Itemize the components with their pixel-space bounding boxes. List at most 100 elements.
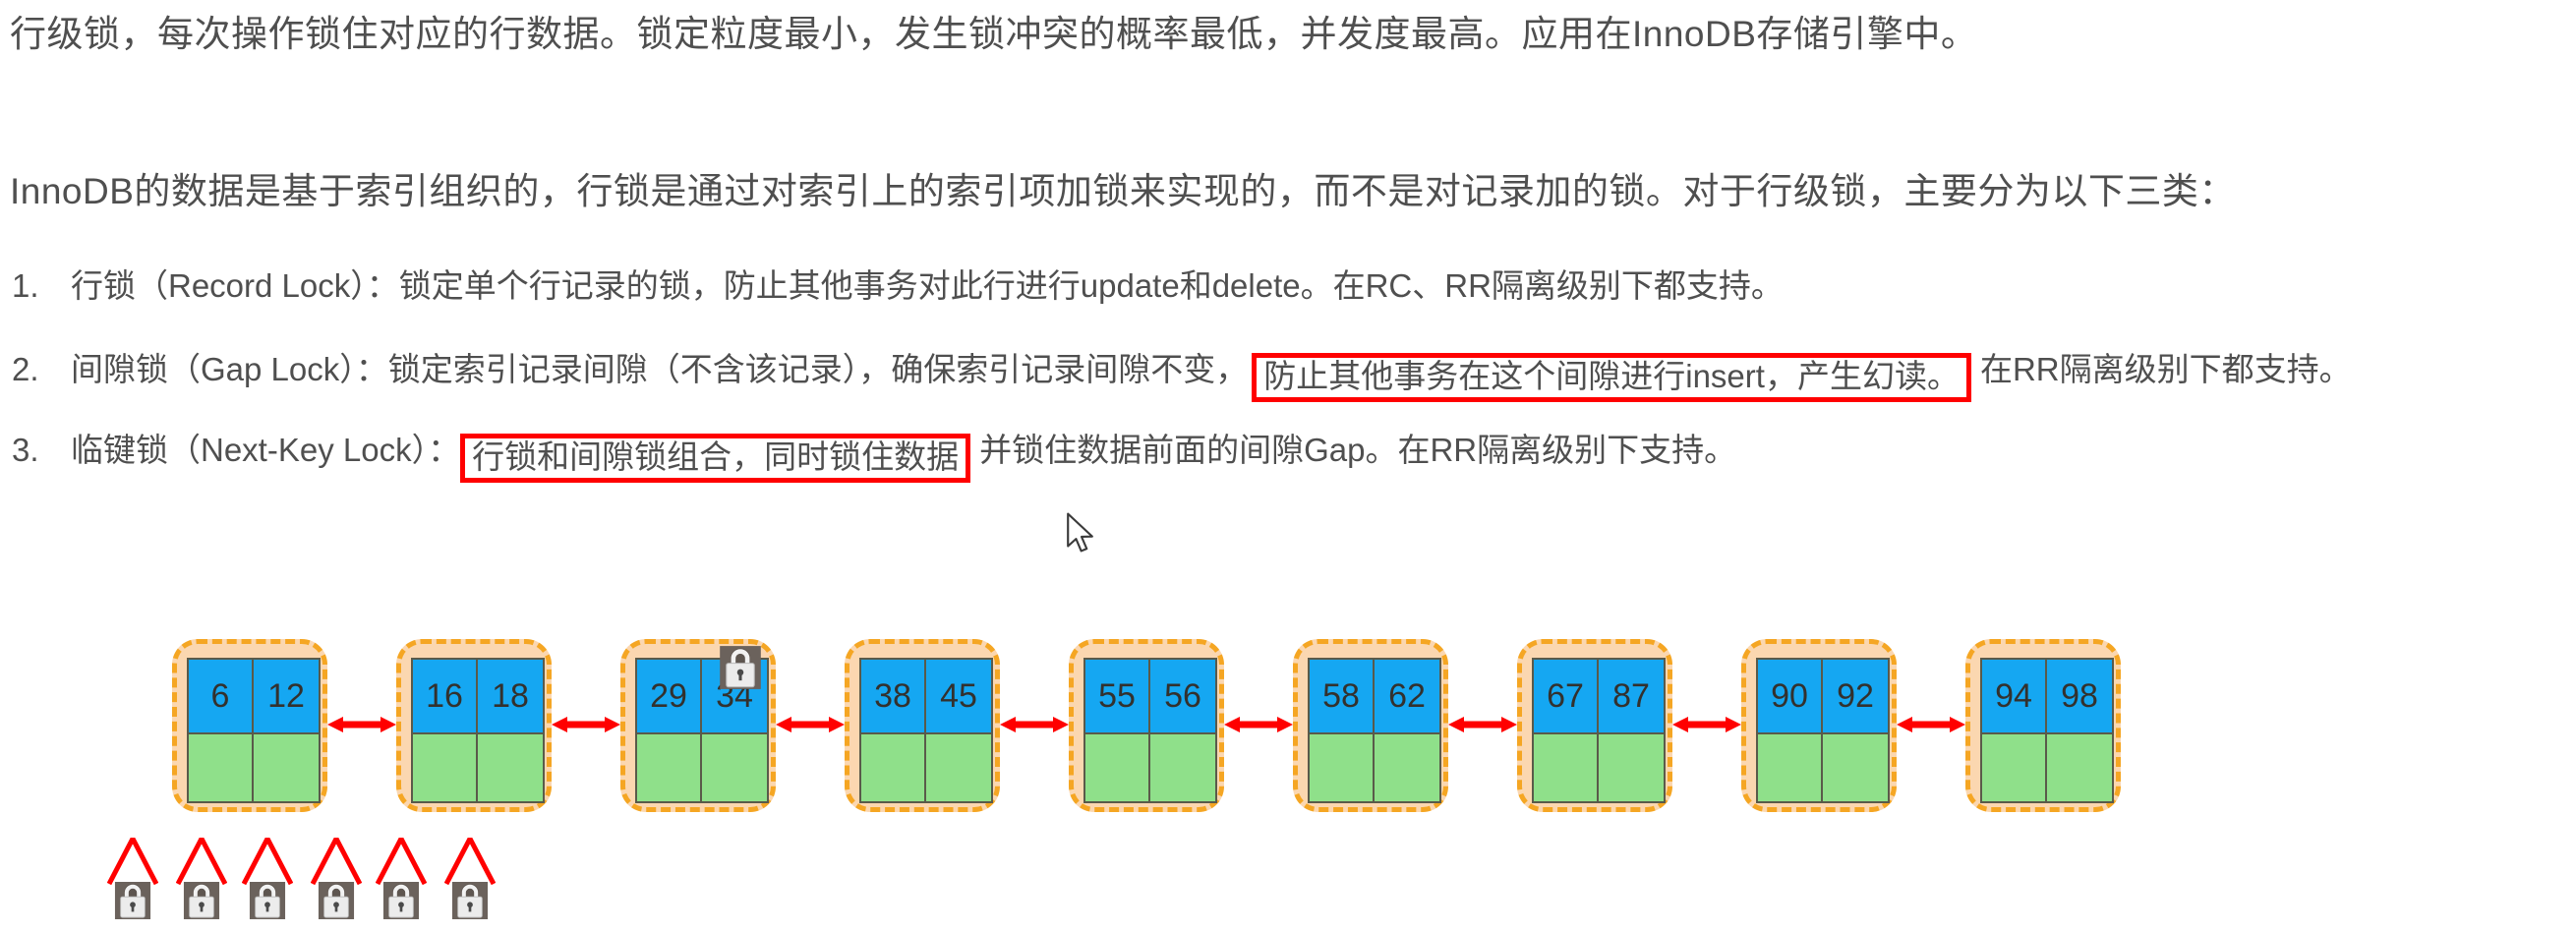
- key-cell: 55: [1085, 660, 1150, 734]
- data-cell: [2047, 734, 2112, 801]
- gap-lock-pointer: [376, 838, 427, 885]
- data-row: [189, 734, 319, 801]
- key-cell: 90: [1758, 660, 1823, 734]
- data-cell: [1150, 734, 1215, 801]
- gap-lock-icon: [183, 881, 226, 926]
- data-cell: [1534, 734, 1599, 801]
- gap-lock-icon: [382, 881, 426, 926]
- key-cell: 38: [861, 660, 926, 734]
- mouse-cursor: [1067, 512, 1093, 553]
- list-item-text-after: 并锁住数据前面的间隙Gap。在RR隔离级别下支持。: [979, 432, 1737, 468]
- gap-lock-icon: [451, 881, 495, 926]
- list-item: 3. 临键锁（Next-Key Lock）： 行锁和间隙锁组合，同时锁住数据 并…: [0, 427, 2576, 507]
- node-link-arrow: [552, 717, 620, 732]
- gap-lock-icon: [114, 881, 157, 926]
- gap-lock-pointer: [107, 838, 158, 885]
- list-item-body: 临键锁（Next-Key Lock）： 行锁和间隙锁组合，同时锁住数据 并锁住数…: [71, 427, 2576, 483]
- key-cell: 58: [1310, 660, 1375, 734]
- list-item-number: 1.: [12, 267, 39, 304]
- list-item: 2. 间隙锁（Gap Lock）：锁定索引记录间隙（不含该记录），确保索引记录间…: [0, 346, 2576, 427]
- data-cell: [861, 734, 926, 801]
- gap-lock-pointer: [311, 838, 362, 885]
- key-cell: 18: [478, 660, 543, 734]
- gap-lock-pointer: [444, 838, 496, 885]
- data-row: [1758, 734, 1888, 801]
- data-cell: [413, 734, 478, 801]
- gap-lock-icon: [318, 881, 361, 926]
- list-item-body: 行锁（Record Lock）：锁定单个行记录的锁，防止其他事务对此行进行upd…: [71, 265, 2576, 306]
- data-row: [1310, 734, 1439, 801]
- list-item-body: 间隙锁（Gap Lock）：锁定索引记录间隙（不含该记录），确保索引记录间隙不变…: [71, 346, 2576, 402]
- data-cell: [1310, 734, 1375, 801]
- data-cell: [1823, 734, 1888, 801]
- lock-type-list: 1. 行锁（Record Lock）：锁定单个行记录的锁，防止其他事务对此行进行…: [0, 265, 2576, 507]
- data-cell: [702, 734, 767, 801]
- list-item: 1. 行锁（Record Lock）：锁定单个行记录的锁，防止其他事务对此行进行…: [0, 265, 2576, 346]
- key-cell: 6: [189, 660, 254, 734]
- key-cell: 92: [1823, 660, 1888, 734]
- gap-lock-pointer: [242, 838, 293, 885]
- data-row: [637, 734, 767, 801]
- data-row: [861, 734, 991, 801]
- lead-paragraph: 行级锁，每次操作锁住对应的行数据。锁定粒度最小，发生锁冲突的概率最低，并发度最高…: [10, 14, 1978, 54]
- data-cell: [189, 734, 254, 801]
- data-row: [1085, 734, 1215, 801]
- data-cell: [1375, 734, 1439, 801]
- key-cell: 45: [926, 660, 991, 734]
- data-cell: [1085, 734, 1150, 801]
- list-item-text-before: 间隙锁（Gap Lock）：锁定索引记录间隙（不含该记录），确保索引记录间隙不变…: [71, 351, 1249, 387]
- list-item-text-after: 在RR隔离级别下都支持。: [1979, 351, 2352, 387]
- node-link-arrow: [1672, 717, 1741, 732]
- key-cell: 87: [1599, 660, 1664, 734]
- key-cell: 98: [2047, 660, 2112, 734]
- node-link-arrow: [1224, 717, 1293, 732]
- gap-lock-icon: [249, 881, 292, 926]
- data-row: [413, 734, 543, 801]
- key-cell: 29: [637, 660, 702, 734]
- data-row: [1982, 734, 2112, 801]
- list-item-text: 行锁（Record Lock）：锁定单个行记录的锁，防止其他事务对此行进行upd…: [71, 267, 1784, 304]
- node-link-arrow: [1897, 717, 1965, 732]
- data-cell: [1982, 734, 2047, 801]
- data-cell: [637, 734, 702, 801]
- list-item-text-before: 临键锁（Next-Key Lock）：: [71, 432, 461, 468]
- key-cell: 16: [413, 660, 478, 734]
- data-cell: [254, 734, 319, 801]
- key-cell: 62: [1375, 660, 1439, 734]
- key-cell: 94: [1982, 660, 2047, 734]
- list-item-number: 3.: [12, 432, 39, 468]
- node-link-arrow: [776, 717, 845, 732]
- data-cell: [926, 734, 991, 801]
- red-highlight-box: 防止其他事务在这个间隙进行insert，产生幻读。: [1252, 353, 1971, 402]
- data-cell: [1599, 734, 1664, 801]
- key-cell: 12: [254, 660, 319, 734]
- list-item-number: 2.: [12, 351, 39, 387]
- data-row: [1534, 734, 1664, 801]
- record-lock-icon: [719, 645, 762, 690]
- intro-paragraph: InnoDB的数据是基于索引组织的，行锁是通过对索引上的索引项加锁来实现的，而不…: [10, 171, 2236, 211]
- gap-lock-pointer: [176, 838, 227, 885]
- data-cell: [478, 734, 543, 801]
